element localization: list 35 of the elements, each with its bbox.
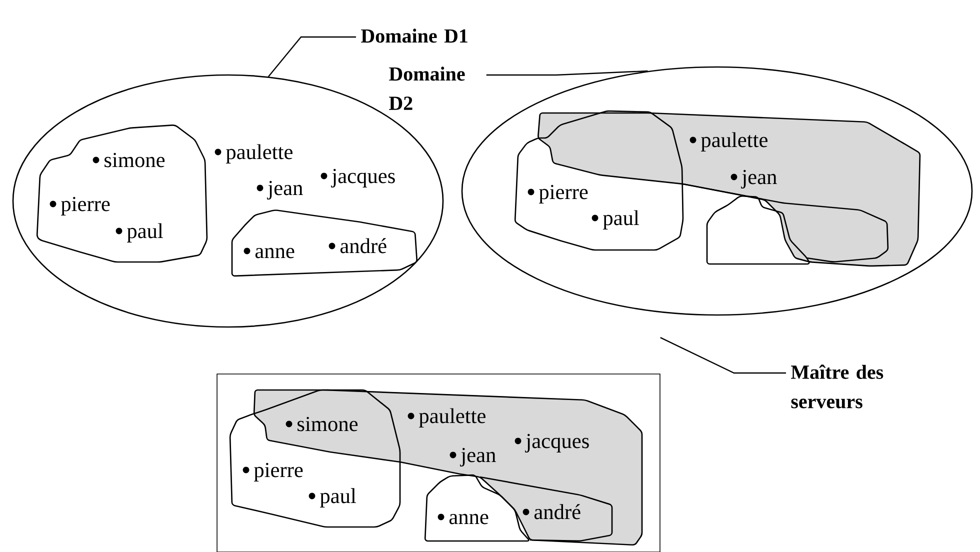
member-name: simone [92,152,165,168]
member-name: paul [116,223,163,243]
domain-label: Maître des serveurs [791,364,884,408]
member-name: paul [592,210,639,230]
member-name: anne [244,248,294,258]
group-outline [514,110,684,251]
server-frame [216,374,660,552]
member-name: jean [730,170,777,189]
domain-label: Domaine D1 [361,28,468,43]
member-name: pierre [242,462,303,482]
leader-line [268,36,356,77]
group-outline [229,389,401,528]
member-name: paulette [690,132,768,152]
member-name: paulette [408,408,486,428]
member-name: jacques [514,434,589,453]
member-name: jean [450,448,496,467]
leader-line [660,337,786,374]
group-outline [36,124,208,263]
member-name: paulette [214,144,292,164]
domain-label: Domaine D2 [389,66,465,110]
member-name: jean [256,180,303,200]
member-name: simone [286,416,358,432]
group-outline [424,474,530,542]
member-name: andré [328,238,386,254]
member-name: anne [438,514,488,524]
member-name: pierre [50,196,110,216]
shaded-group [253,389,643,546]
member-name: pierre [528,184,588,204]
member-name: paul [308,488,356,508]
leader-line [486,70,648,76]
group-outline [231,210,418,277]
member-name: jacques [320,168,395,188]
group-outline [706,195,810,265]
member-name: andré [522,504,580,520]
shaded-group [538,112,921,267]
